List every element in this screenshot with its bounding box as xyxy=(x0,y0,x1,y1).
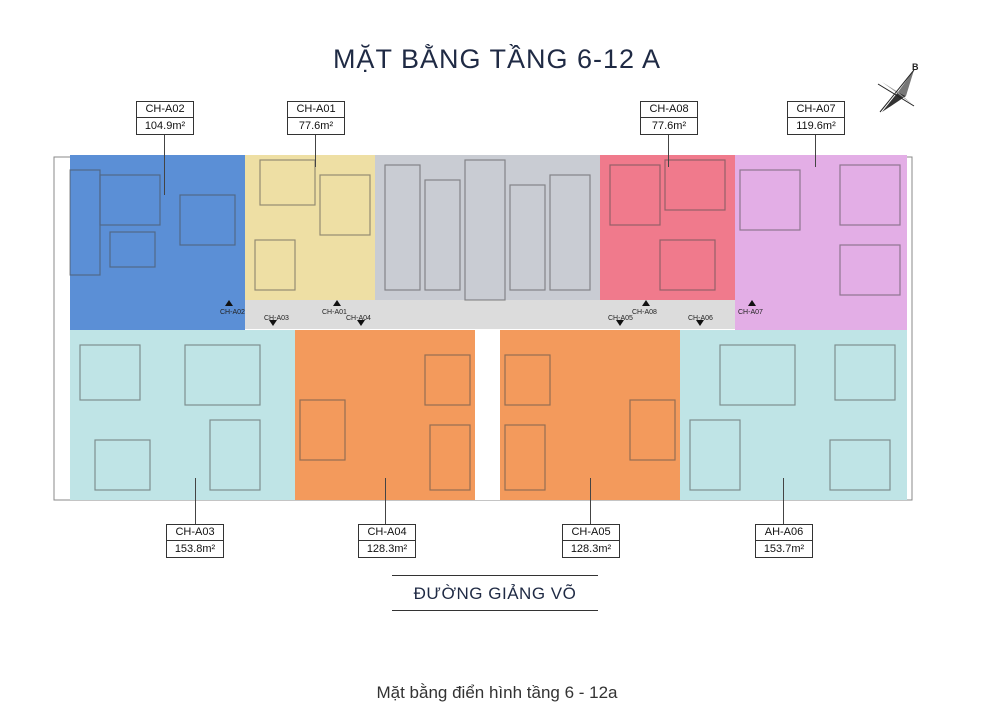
unit-area: 119.6m² xyxy=(796,120,836,132)
door-label-a03: CH-A03 xyxy=(264,315,289,322)
leader-line xyxy=(164,135,165,195)
unit-ch-a07[interactable] xyxy=(735,155,907,330)
door-label-a08: CH-A08 xyxy=(632,309,657,316)
unit-label-ch-a08: CH-A08 77.6m² xyxy=(640,101,698,135)
unit-ch-a01[interactable] xyxy=(245,155,375,300)
caption: Mặt bằng điển hình tầng 6 - 12a xyxy=(376,683,618,702)
leader-line xyxy=(668,135,669,167)
unit-area: 153.8m² xyxy=(174,543,216,555)
unit-label-ch-a02: CH-A02 104.9m² xyxy=(136,101,194,135)
unit-code: CH-A01 xyxy=(288,102,344,118)
unit-code: CH-A07 xyxy=(788,102,844,118)
core-area xyxy=(375,155,600,300)
leader-line xyxy=(590,478,591,524)
unit-label-ch-a01: CH-A01 77.6m² xyxy=(287,101,345,135)
compass-icon: B xyxy=(877,62,919,113)
door-label-a01: CH-A01 xyxy=(322,309,347,316)
unit-ch-a06[interactable] xyxy=(680,330,907,500)
road-line-bottom xyxy=(392,610,598,611)
unit-code: CH-A08 xyxy=(641,102,697,118)
road-name: ĐƯỜNG GIẢNG VÕ xyxy=(413,584,577,603)
unit-ch-a05[interactable] xyxy=(500,330,680,500)
unit-area: 128.3m² xyxy=(570,543,612,555)
unit-code: CH-A03 xyxy=(167,525,223,541)
compass-north-letter: B xyxy=(912,62,919,72)
unit-area: 128.3m² xyxy=(366,543,408,555)
door-label-a04: CH-A04 xyxy=(346,315,371,322)
unit-area: 153.7m² xyxy=(763,543,805,555)
unit-ch-a03[interactable] xyxy=(70,330,295,500)
unit-ch-a08[interactable] xyxy=(600,155,735,300)
unit-ch-a02[interactable] xyxy=(70,155,245,330)
door-label-a05: CH-A05 xyxy=(608,315,633,322)
leader-line xyxy=(195,478,196,524)
unit-area: 104.9m² xyxy=(144,120,186,132)
unit-code: CH-A05 xyxy=(563,525,619,541)
unit-label-ah-a06: AH-A06 153.7m² xyxy=(755,524,813,558)
unit-code: CH-A04 xyxy=(359,525,415,541)
unit-label-ch-a07: CH-A07 119.6m² xyxy=(787,101,845,135)
door-label-a02: CH-A02 xyxy=(220,309,245,316)
road-line-top xyxy=(392,575,598,576)
corridor xyxy=(215,298,765,329)
door-label-a07: CH-A07 xyxy=(738,309,763,316)
leader-line xyxy=(315,135,316,167)
door-label-a06: CH-A06 xyxy=(688,315,713,322)
leader-line xyxy=(385,478,386,524)
leader-line xyxy=(815,135,816,167)
unit-code: CH-A02 xyxy=(137,102,193,118)
unit-code: AH-A06 xyxy=(756,525,812,541)
plan-title: MẶT BẰNG TẦNG 6-12 A xyxy=(332,44,662,74)
unit-area: 77.6m² xyxy=(298,120,334,132)
leader-line xyxy=(783,478,784,524)
unit-label-ch-a03: CH-A03 153.8m² xyxy=(166,524,224,558)
unit-label-ch-a04: CH-A04 128.3m² xyxy=(358,524,416,558)
unit-label-ch-a05: CH-A05 128.3m² xyxy=(562,524,620,558)
unit-area: 77.6m² xyxy=(651,120,687,132)
unit-ch-a04[interactable] xyxy=(295,330,475,500)
